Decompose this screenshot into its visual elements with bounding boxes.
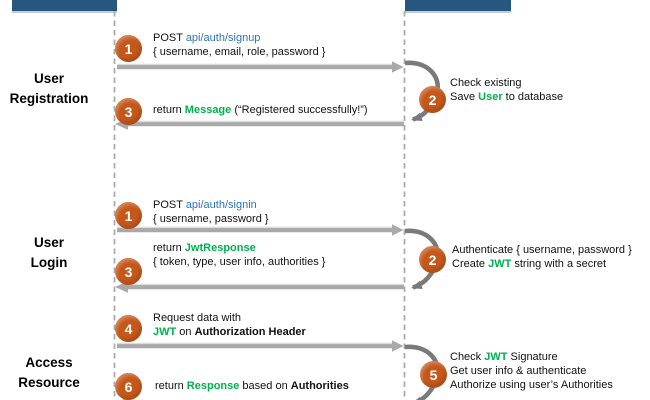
- section-label-line: Resource: [18, 375, 80, 390]
- highlight-text: Message: [184, 104, 232, 116]
- step-badge: 1: [115, 202, 142, 229]
- section-label-user-login: User Login: [4, 233, 94, 273]
- message-text-signin-process: Authenticate { username, password } Crea…: [452, 243, 632, 271]
- message-segment: POST: [153, 199, 186, 211]
- message-segment: on: [176, 326, 195, 338]
- highlight-text: Response: [186, 380, 240, 392]
- server-header-bar: [405, 0, 511, 13]
- message-segment: Authorize using user’s Authorities: [450, 379, 613, 391]
- message-segment: Get user info & authenticate: [450, 365, 587, 377]
- response-arrow: [115, 118, 404, 130]
- message-text-signup-request: POST api/auth/signup { username, email, …: [153, 31, 325, 59]
- step-badge: 4: [115, 315, 142, 342]
- message-text-signin-response: return JwtResponse { token, type, user i…: [153, 241, 325, 269]
- request-arrow: [117, 340, 404, 352]
- highlight-text: JWT: [153, 326, 177, 338]
- message-text-signin-request: POST api/auth/signin { username, passwor…: [153, 198, 269, 226]
- message-segment: POST: [153, 32, 186, 44]
- endpoint-link-text: api/auth/signup: [185, 32, 261, 44]
- emphasis-text: Authorization Header: [194, 326, 306, 338]
- endpoint-link-text: api/auth/signin: [185, 199, 257, 211]
- message-segment: string with a secret: [511, 258, 607, 270]
- message-segment: { username, email, role, password }: [153, 46, 326, 58]
- message-segment: return: [153, 242, 185, 254]
- message-segment: { token, type, user info, authorities }: [153, 256, 326, 268]
- highlight-text: JWT: [484, 351, 508, 363]
- message-segment: to database: [502, 91, 564, 103]
- highlight-text: User: [478, 91, 503, 103]
- client-header-bar: [12, 0, 117, 13]
- section-label-line: Access: [25, 355, 73, 370]
- message-text-resource-response: return Response based on Authorities: [155, 379, 349, 393]
- section-label-line: User: [33, 71, 65, 86]
- message-text-signup-process: Check existing Save User to database: [450, 76, 563, 104]
- step-badge: 2: [419, 246, 446, 273]
- request-arrow: [117, 224, 404, 236]
- message-segment: (“Registered successfully!”): [231, 104, 368, 116]
- step-badge: 3: [115, 258, 142, 285]
- step-badge: 2: [419, 86, 446, 113]
- request-arrow: [117, 61, 404, 73]
- message-text-signup-response: return Message (“Registered successfully…: [153, 103, 368, 117]
- message-segment: Authenticate { username, password }: [452, 244, 632, 256]
- section-label-line: User: [33, 235, 65, 250]
- message-segment: Check existing: [450, 77, 522, 89]
- highlight-text: JWT: [488, 258, 512, 270]
- message-text-resource-process: Check JWT Signature Get user info & auth…: [450, 350, 613, 392]
- message-segment: Save: [450, 91, 479, 103]
- message-text-resource-request: Request data with JWT on Authorization H…: [153, 311, 306, 339]
- step-badge: 5: [420, 361, 447, 388]
- section-label-access-resource: Access Resource: [4, 353, 94, 393]
- highlight-text: JwtResponse: [184, 242, 256, 254]
- message-segment: return: [155, 380, 187, 392]
- section-label-user-registration: User Registration: [4, 69, 94, 109]
- section-label-line: Login: [30, 255, 68, 270]
- message-segment: Check: [450, 351, 485, 363]
- message-segment: return: [153, 104, 185, 116]
- step-badge: 1: [115, 35, 142, 62]
- section-label-line: Registration: [9, 91, 89, 106]
- message-segment: based on: [239, 380, 291, 392]
- message-segment: Signature: [507, 351, 558, 363]
- step-badge: 3: [115, 98, 142, 125]
- response-arrow: [115, 281, 404, 293]
- message-segment: Create: [452, 258, 489, 270]
- message-segment: Request data with: [153, 312, 242, 324]
- step-badge: 6: [115, 373, 142, 400]
- emphasis-text: Authorities: [290, 380, 349, 392]
- message-segment: { username, password }: [153, 213, 269, 225]
